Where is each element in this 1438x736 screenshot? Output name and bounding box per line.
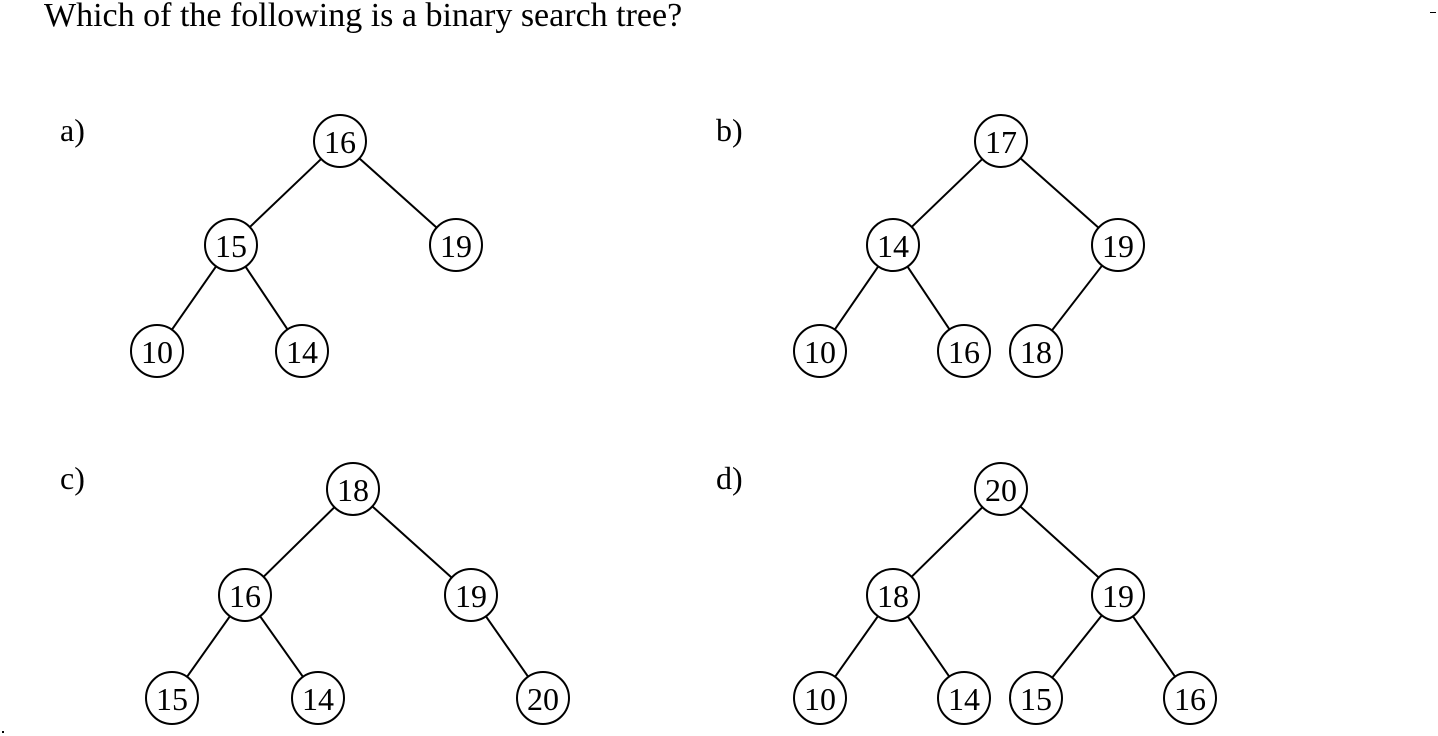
tree-node-circle [1009, 671, 1063, 725]
edge-tick-mark [1430, 12, 1436, 13]
tree-node-value: 15 [215, 228, 247, 264]
tree-edge [833, 265, 880, 331]
tree-node-value: 16 [324, 124, 356, 160]
tree-node-value: 16 [229, 578, 261, 614]
tree-edge [1051, 614, 1103, 679]
tree-edge [910, 506, 984, 578]
tree-node-value: 19 [455, 578, 487, 614]
tree-node-circle [1091, 568, 1145, 622]
tree-node-value: 10 [141, 334, 173, 370]
option-a-label: a) [60, 112, 85, 148]
tree-node-circle [218, 568, 272, 622]
tree-node-circle [204, 218, 258, 272]
tree-a: 16 15 19 10 14 [130, 114, 483, 378]
tree-node-circle [793, 671, 847, 725]
tree-node-circle [313, 114, 367, 168]
tree-node-circle [1163, 671, 1217, 725]
tree-edge [171, 265, 217, 331]
tree-node-value: 15 [156, 681, 188, 717]
tree-node-circle [937, 671, 991, 725]
option-c-label: c) [60, 460, 85, 496]
tree-edge [249, 158, 322, 228]
tree-node-circle [326, 462, 380, 516]
tree-node-value: 19 [440, 228, 472, 264]
tree-edge [358, 157, 438, 229]
tree-node-circle [866, 218, 920, 272]
tree-node-circle [937, 324, 991, 378]
tree-c: 18 16 19 15 14 20 [145, 462, 570, 725]
tree-edge [259, 615, 304, 678]
tree-edge [906, 266, 951, 330]
tree-node-circle [291, 671, 345, 725]
tree-edge [1019, 505, 1100, 579]
tree-node-value: 16 [948, 334, 980, 370]
tree-edge [262, 506, 336, 578]
tree-node-value: 14 [948, 681, 980, 717]
tree-node-value: 20 [527, 681, 559, 717]
tree-edge [244, 266, 289, 330]
option-b-label: b) [716, 112, 743, 148]
tree-edge [911, 158, 983, 228]
tree-edge [186, 615, 231, 678]
edge-dot-mark [2, 731, 4, 733]
tree-node-value: 19 [1102, 228, 1134, 264]
tree-edge [485, 615, 529, 678]
tree-edge [371, 505, 453, 579]
tree-node-circle [1009, 324, 1063, 378]
tree-node-circle [793, 324, 847, 378]
tree-node-circle [145, 671, 199, 725]
tree-node-value: 18 [877, 578, 909, 614]
tree-node-value: 10 [804, 681, 836, 717]
tree-node-value: 17 [985, 124, 1017, 160]
tree-edge [1051, 264, 1103, 332]
tree-node-circle [974, 462, 1028, 516]
tree-node-value: 15 [1020, 681, 1052, 717]
tree-node-value: 14 [302, 681, 334, 717]
tree-node-value: 16 [1174, 681, 1206, 717]
tree-edge [906, 615, 951, 678]
tree-node-circle [444, 568, 498, 622]
tree-node-circle [130, 324, 184, 378]
tree-d: 20 18 19 10 14 15 16 [793, 462, 1217, 725]
tree-node-circle [275, 324, 329, 378]
tree-node-value: 14 [877, 228, 909, 264]
tree-edge [834, 615, 879, 678]
tree-node-value: 14 [286, 334, 318, 370]
tree-node-circle [1091, 218, 1145, 272]
tree-b: 17 14 19 10 16 18 [793, 114, 1145, 378]
question-text: Which of the following is a binary searc… [44, 0, 683, 34]
tree-node-value: 10 [804, 334, 836, 370]
tree-node-value: 18 [1020, 334, 1052, 370]
tree-node-circle [866, 568, 920, 622]
tree-node-circle [429, 218, 483, 272]
tree-edge [1132, 615, 1176, 678]
tree-node-value: 18 [337, 472, 369, 508]
tree-edge [1019, 157, 1100, 229]
option-d-label: d) [716, 460, 743, 496]
tree-node-value: 19 [1102, 578, 1134, 614]
tree-node-circle [974, 114, 1028, 168]
tree-node-circle [516, 671, 570, 725]
tree-node-value: 20 [985, 472, 1017, 508]
